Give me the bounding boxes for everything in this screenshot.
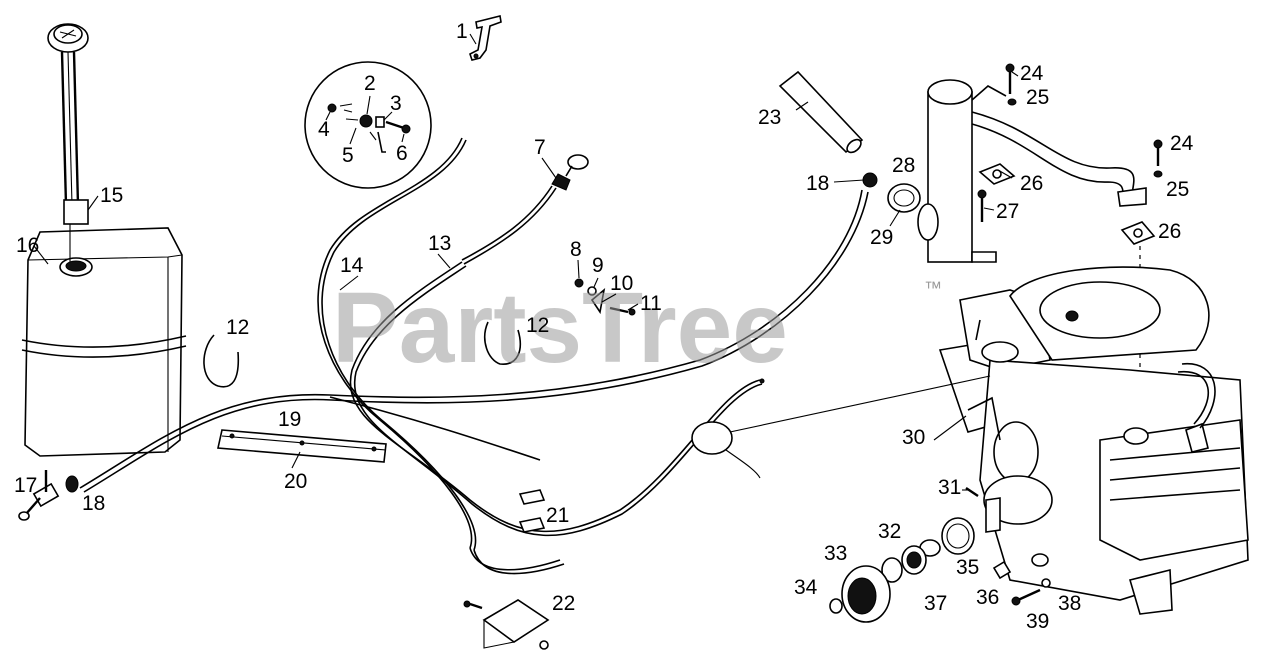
tank-strap-clamp[interactable] (203, 321, 522, 388)
callout-1: 1 (456, 20, 468, 43)
callout-33: 33 (824, 542, 847, 565)
callout-17: 17 (14, 474, 37, 497)
callout-21: 21 (546, 504, 569, 527)
exhaust-clamp[interactable] (887, 183, 921, 213)
callout-24a: 24 (1020, 62, 1044, 85)
callout-15: 15 (100, 184, 123, 207)
callout-7: 7 (534, 136, 546, 159)
callout-13: 13 (428, 232, 451, 255)
callout-23: 23 (758, 106, 781, 129)
callout-16: 16 (16, 234, 39, 257)
exhaust-sleeve[interactable] (778, 70, 864, 155)
leader-lines (33, 33, 1019, 491)
callout-25a: 25 (1026, 86, 1049, 109)
callout-39: 39 (1026, 610, 1049, 633)
linkage-hardware[interactable] (574, 278, 636, 316)
callout-18b: 18 (806, 172, 829, 195)
line-clamp[interactable] (862, 172, 878, 188)
callout-19: 19 (278, 408, 301, 431)
callout-28: 28 (892, 154, 915, 177)
callout-2: 2 (364, 72, 376, 95)
callout-37: 37 (924, 592, 947, 615)
callout-26a: 26 (1020, 172, 1043, 195)
callout-8: 8 (570, 238, 582, 261)
callout-32: 32 (878, 520, 901, 543)
exhaust-pipe[interactable] (971, 85, 1147, 207)
exhaust-hardware[interactable] (977, 63, 1163, 370)
muffler[interactable] (917, 79, 997, 263)
fuel-tank[interactable] (21, 227, 187, 457)
callout-34: 34 (794, 576, 818, 599)
callout-3: 3 (390, 92, 402, 115)
callout-12b: 12 (526, 314, 549, 337)
bottom-bracket[interactable] (463, 599, 550, 650)
callout-6: 6 (396, 142, 408, 165)
callout-9: 9 (592, 254, 604, 277)
throttle-cable[interactable] (317, 137, 565, 575)
callout-29: 29 (870, 226, 893, 249)
callout-30: 30 (902, 426, 925, 449)
hose-clamp[interactable] (65, 475, 79, 493)
fuel-line[interactable] (79, 189, 869, 493)
cable-clips[interactable] (518, 489, 546, 533)
callout-24b: 24 (1170, 132, 1194, 155)
fuel-pump[interactable] (691, 375, 991, 479)
callout-11: 11 (640, 292, 662, 315)
callout-38: 38 (1058, 592, 1081, 615)
callout-18a: 18 (82, 492, 105, 515)
engine-block[interactable] (938, 266, 1249, 615)
drive-hardware[interactable] (829, 487, 1051, 623)
choke-cable[interactable] (349, 261, 765, 537)
detail-inset (304, 61, 432, 189)
trademark-symbol: ™ (924, 278, 942, 298)
mounting-bracket[interactable] (217, 429, 387, 463)
callout-26b: 26 (1158, 220, 1181, 243)
callout-25b: 25 (1166, 178, 1189, 201)
callout-35: 35 (956, 556, 979, 579)
callout-5: 5 (342, 144, 354, 167)
callout-4: 4 (318, 118, 330, 141)
callout-12a: 12 (226, 316, 249, 339)
choke-control[interactable] (461, 154, 589, 265)
callout-20: 20 (284, 470, 307, 493)
callout-14: 14 (340, 254, 364, 277)
fuel-gauge-sender[interactable] (47, 23, 89, 262)
callout-31: 31 (938, 476, 961, 499)
callout-36: 36 (976, 586, 999, 609)
callout-22: 22 (552, 592, 575, 615)
watermark: PartsTree (332, 272, 788, 384)
callout-10: 10 (610, 272, 633, 295)
knob-bracket[interactable] (469, 15, 502, 61)
shutoff-valve[interactable] (18, 470, 60, 521)
callout-27: 27 (996, 200, 1019, 223)
